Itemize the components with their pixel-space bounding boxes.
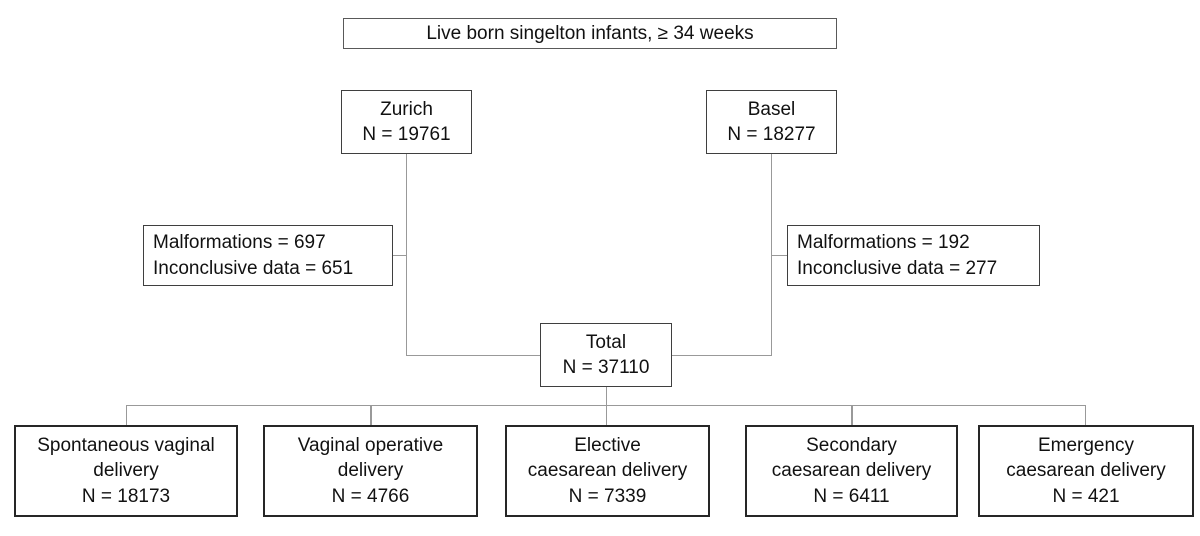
exclusions-zurich-malformations: Malformations = 697 — [153, 232, 326, 254]
outcome-label: Emergency — [1037, 435, 1135, 457]
connector-drop-outcome-1 — [125, 405, 127, 425]
exclusions-basel-malformations: Malformations = 192 — [797, 232, 970, 254]
node-basel: Basel N = 18277 — [706, 90, 837, 154]
outcome-label: caesarean delivery — [771, 460, 932, 482]
outcome-label: caesarean delivery — [527, 460, 688, 482]
outcome-label: Vaginal operative — [297, 435, 444, 457]
node-total-n: N = 37110 — [562, 357, 650, 378]
outcome-n: N = 4766 — [331, 485, 410, 507]
connector-outcomes-horizontal — [126, 404, 1086, 406]
connector-zurich-to-total — [406, 354, 540, 356]
exclusions-zurich-inconclusive: Inconclusive data = 651 — [153, 257, 354, 279]
connector-zurich-exclusions-stub — [393, 254, 406, 256]
node-outcome-secondary-caesarean: Secondary caesarean delivery N = 6411 — [745, 425, 958, 517]
connector-basel-exclusions-stub — [771, 254, 787, 256]
node-exclusions-basel: Malformations = 192 Inconclusive data = … — [787, 225, 1040, 286]
outcome-label: Secondary — [806, 435, 897, 457]
node-basel-name: Basel — [747, 98, 796, 120]
node-outcome-spontaneous-vaginal: Spontaneous vaginal delivery N = 18173 — [14, 425, 238, 517]
outcome-n: N = 421 — [1052, 485, 1120, 507]
node-outcome-vaginal-operative: Vaginal operative delivery N = 4766 — [263, 425, 478, 517]
connector-drop-outcome-2 — [370, 405, 372, 425]
outcome-label: Elective — [574, 435, 641, 457]
outcome-n: N = 18173 — [81, 485, 171, 507]
node-exclusions-zurich: Malformations = 697 Inconclusive data = … — [143, 225, 393, 286]
connector-drop-outcome-5 — [1084, 405, 1086, 425]
node-outcome-emergency-caesarean: Emergency caesarean delivery N = 421 — [978, 425, 1194, 517]
node-total-name: Total — [585, 331, 627, 353]
node-total: Total N = 37110 — [540, 323, 672, 387]
node-outcome-elective-caesarean: Elective caesarean delivery N = 7339 — [505, 425, 710, 517]
outcome-n: N = 7339 — [568, 485, 647, 507]
exclusions-basel-inconclusive: Inconclusive data = 277 — [797, 257, 998, 279]
connector-basel-to-total — [672, 354, 771, 356]
outcome-label: delivery — [93, 460, 159, 482]
connector-total-vertical — [605, 387, 607, 425]
connector-zurich-vertical — [405, 154, 407, 356]
outcome-label: Spontaneous vaginal — [37, 435, 215, 457]
node-zurich: Zurich N = 19761 — [341, 90, 472, 154]
outcome-n: N = 6411 — [813, 485, 890, 507]
outcome-label: caesarean delivery — [1006, 460, 1166, 482]
connector-drop-outcome-4 — [851, 405, 853, 425]
node-zurich-name: Zurich — [380, 98, 433, 120]
node-basel-n: N = 18277 — [727, 124, 816, 145]
node-live-born-label: Live born singelton infants, ≥ 34 weeks — [426, 22, 754, 44]
outcome-label: delivery — [337, 460, 404, 482]
node-zurich-n: N = 19761 — [362, 124, 451, 145]
node-live-born-infants: Live born singelton infants, ≥ 34 weeks — [343, 18, 837, 49]
